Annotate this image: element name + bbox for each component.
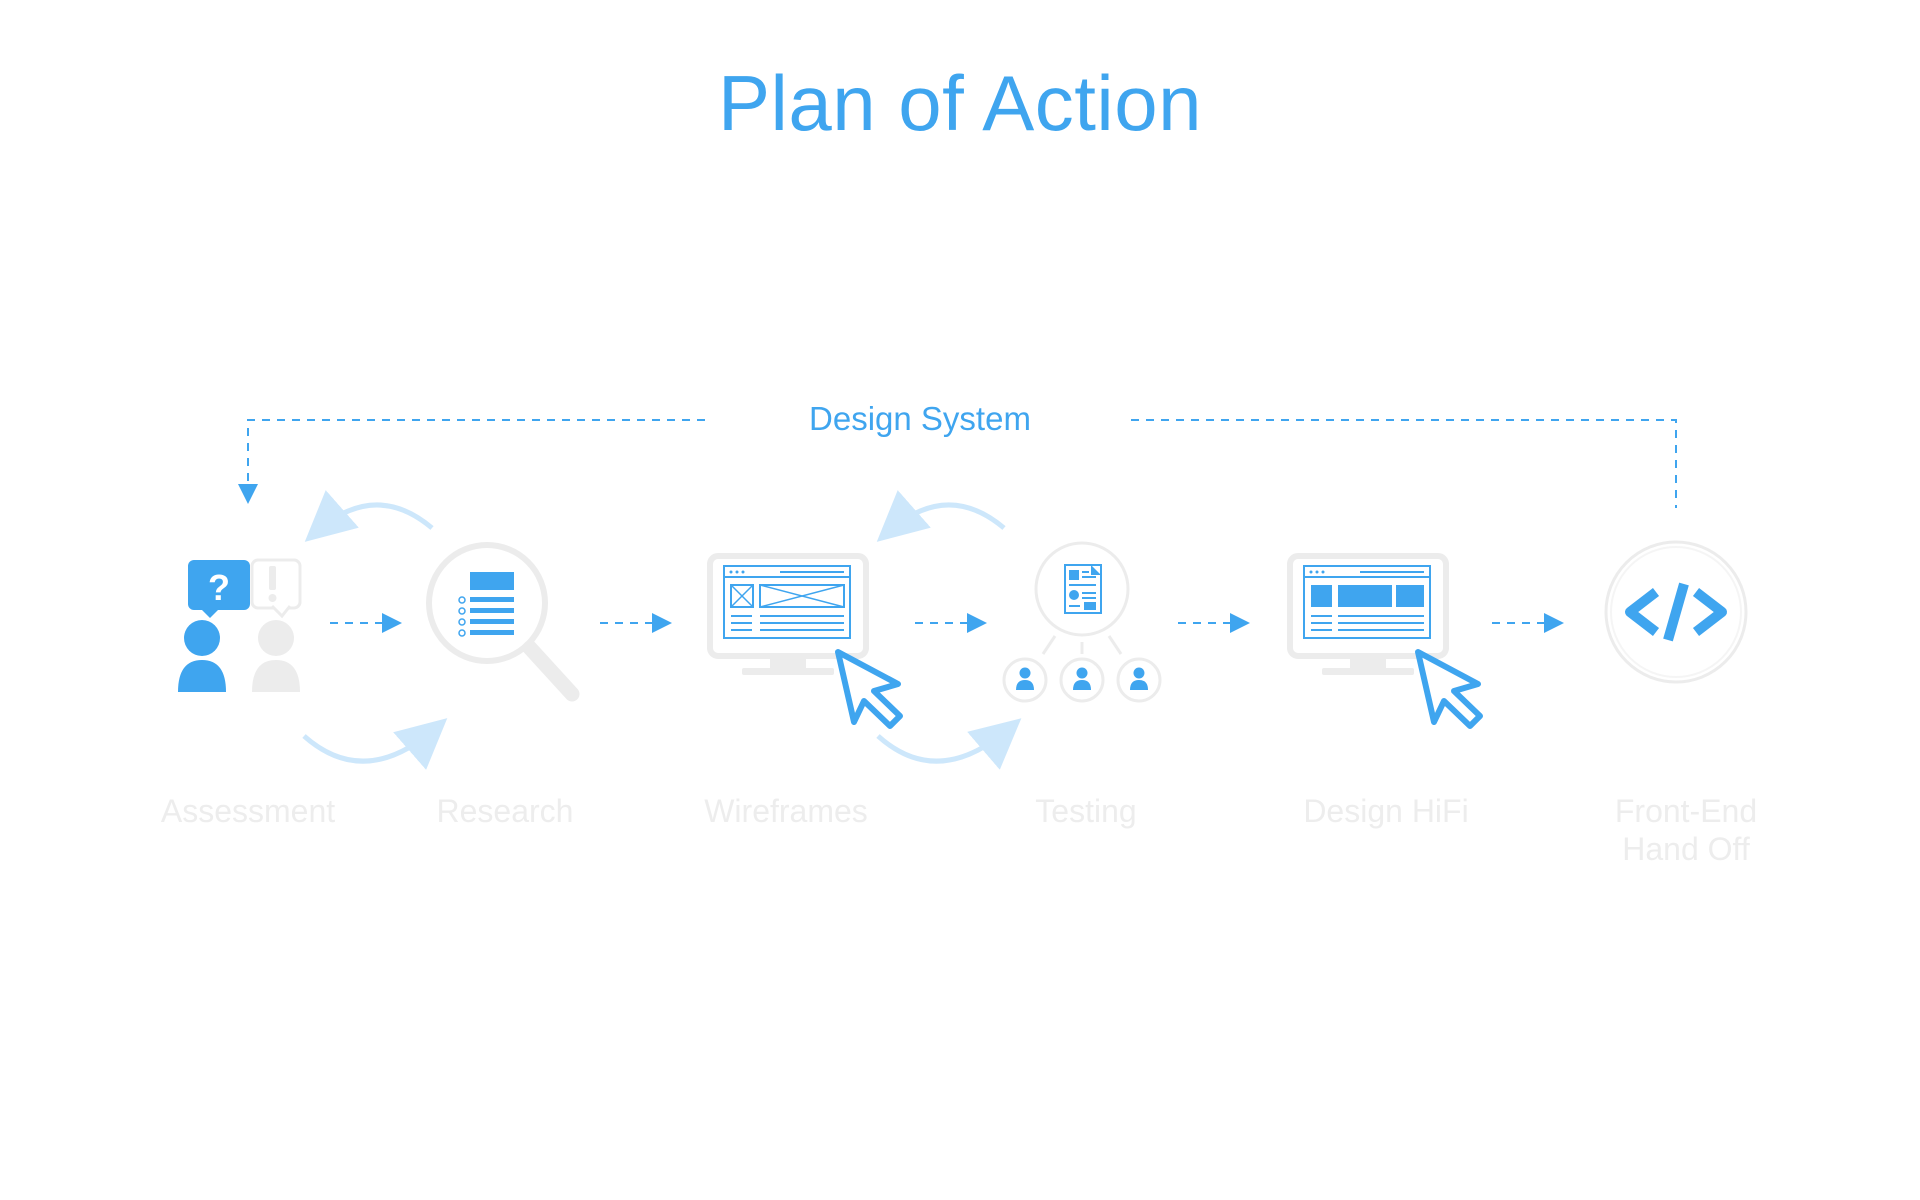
design-system-loop [238, 419, 1677, 508]
people-question-icon: ? [178, 558, 302, 692]
code-icon [1604, 540, 1748, 684]
user-testing-icon [1002, 541, 1162, 703]
svg-text:?: ? [208, 567, 230, 608]
step-label-line-1: Front-End [1614, 793, 1758, 829]
loop-line-left [238, 419, 705, 504]
step-label-testing: Testing [1035, 793, 1137, 829]
page-title: Plan of Action [718, 59, 1202, 147]
step-label-assessment: Assessment [160, 793, 336, 829]
step-label-wireframes: Wireframes [704, 793, 868, 829]
step-label-front-end-hand-off: Front-End Hand Off [1536, 792, 1836, 868]
cycle-arrows-testing [876, 490, 1022, 770]
monitor-hifi-icon [1287, 553, 1483, 729]
cycle-arrows-research [302, 490, 448, 770]
step-label-design-hifi: Design HiFi [1303, 793, 1469, 829]
loop-line-right [1131, 419, 1677, 508]
step-label-research: Research [436, 793, 574, 829]
monitor-wireframe-icon [707, 553, 903, 729]
design-system-label: Design System [809, 400, 1031, 437]
step-label-line-2: Hand Off [1622, 831, 1750, 867]
magnifier-document-icon [426, 542, 580, 702]
